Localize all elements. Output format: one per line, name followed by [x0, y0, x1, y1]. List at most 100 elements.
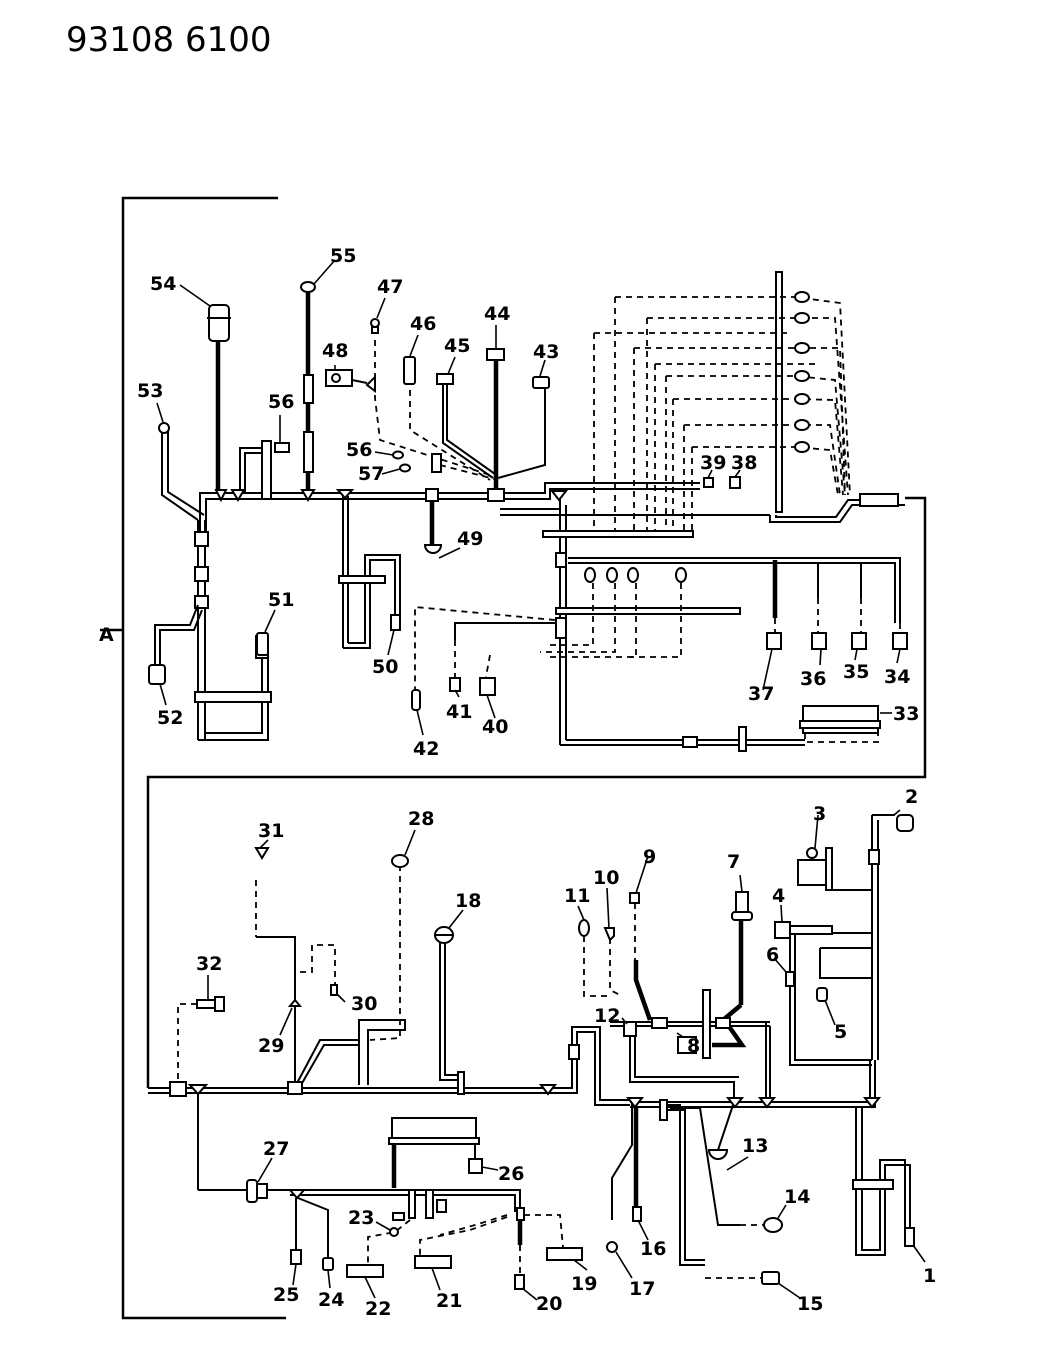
callout-labels: 54 55 47 46 45 44 43 48 53 56 56 57 39 3… — [137, 245, 936, 1320]
callout-5: 5 — [834, 1021, 847, 1043]
callout-18: 18 — [455, 890, 481, 912]
component-8 — [677, 1036, 697, 1054]
component-46 — [403, 356, 416, 385]
component-53 — [158, 422, 170, 434]
callout-31: 31 — [258, 820, 284, 842]
component-16 — [632, 1206, 642, 1222]
component-51 — [256, 632, 269, 656]
component-4 — [774, 921, 791, 939]
component-38 — [729, 476, 741, 489]
component-36 — [811, 632, 827, 650]
component-40 — [479, 677, 496, 696]
callout-12: 12 — [594, 1005, 620, 1027]
component-clip — [431, 453, 442, 473]
callout-45: 45 — [444, 335, 470, 357]
component-17 — [606, 1241, 618, 1253]
component-41 — [449, 677, 461, 692]
callout-23: 23 — [348, 1207, 374, 1229]
component-21 — [414, 1255, 452, 1269]
callout-2: 2 — [905, 786, 918, 808]
diagram-frame: A — [99, 196, 927, 1320]
component-30 — [330, 984, 338, 996]
callout-39: 39 — [700, 452, 726, 474]
callout-42: 42 — [413, 738, 439, 760]
component-43 — [532, 376, 550, 389]
callout-47: 47 — [377, 276, 403, 298]
callout-11: 11 — [564, 885, 590, 907]
component-12 — [623, 1021, 637, 1037]
component-23 — [389, 1227, 399, 1237]
callout-6: 6 — [766, 944, 779, 966]
component-28 — [391, 854, 409, 868]
callout-49: 49 — [457, 528, 483, 550]
component-26 — [468, 1158, 483, 1174]
callout-43: 43 — [533, 341, 559, 363]
callout-53: 53 — [137, 380, 163, 402]
callout-25: 25 — [273, 1284, 299, 1306]
component-45 — [436, 373, 454, 385]
component-20 — [514, 1274, 525, 1290]
callout-10: 10 — [593, 867, 619, 889]
connector-ring-1 — [584, 567, 596, 583]
callout-4: 4 — [772, 885, 785, 907]
callout-40: 40 — [482, 716, 508, 738]
callout-55: 55 — [330, 245, 356, 267]
callout-14: 14 — [784, 1186, 810, 1208]
component-27 — [246, 1179, 258, 1203]
component-11 — [578, 919, 590, 937]
component-10 — [603, 927, 615, 942]
callout-57: 57 — [358, 463, 384, 485]
callout-8: 8 — [687, 1035, 700, 1057]
callout-37: 37 — [748, 683, 774, 705]
component-50 — [390, 614, 401, 631]
component-39 — [703, 477, 714, 488]
connector-ring-4 — [675, 567, 687, 583]
callout-54: 54 — [150, 273, 176, 295]
view-marker: A — [99, 624, 114, 646]
component-44 — [486, 348, 505, 361]
callout-1: 1 — [923, 1265, 936, 1287]
callout-7: 7 — [727, 851, 740, 873]
callout-27: 27 — [263, 1138, 289, 1160]
component-1 — [904, 1227, 915, 1247]
callout-26: 26 — [498, 1163, 524, 1185]
component-31 — [254, 847, 270, 860]
callout-41: 41 — [446, 701, 472, 723]
component-56-lower — [392, 450, 404, 460]
callout-56-upper: 56 — [268, 391, 294, 413]
upper-harness — [154, 271, 905, 752]
component-2 — [896, 814, 914, 832]
callout-52: 52 — [157, 707, 183, 729]
component-49 — [423, 544, 443, 554]
callout-48: 48 — [322, 340, 348, 362]
connector-ring-3 — [627, 567, 639, 583]
component-57 — [399, 463, 411, 473]
callout-32: 32 — [196, 953, 222, 975]
callout-9: 9 — [643, 846, 656, 868]
component-55 — [300, 281, 316, 293]
callout-15: 15 — [797, 1293, 823, 1315]
component-15 — [761, 1271, 780, 1285]
component-3 — [806, 847, 818, 859]
callout-leaders — [156, 259, 926, 1301]
component-35 — [851, 632, 867, 650]
callout-50: 50 — [372, 656, 398, 678]
component-24 — [322, 1257, 334, 1271]
callout-28: 28 — [408, 808, 434, 830]
callout-24: 24 — [318, 1289, 344, 1311]
component-13 — [707, 1149, 729, 1160]
callout-36: 36 — [800, 668, 826, 690]
callout-21: 21 — [436, 1290, 462, 1312]
callout-19: 19 — [571, 1273, 597, 1295]
component-37 — [766, 632, 782, 650]
callout-51: 51 — [268, 589, 294, 611]
callout-44: 44 — [484, 303, 510, 325]
component-5 — [816, 987, 828, 1002]
callout-16: 16 — [640, 1238, 666, 1260]
callout-17: 17 — [629, 1278, 655, 1300]
component-52 — [148, 664, 166, 685]
callout-34: 34 — [884, 666, 910, 688]
callout-29: 29 — [258, 1035, 284, 1057]
component-47 — [370, 318, 380, 328]
component-9 — [629, 892, 640, 904]
